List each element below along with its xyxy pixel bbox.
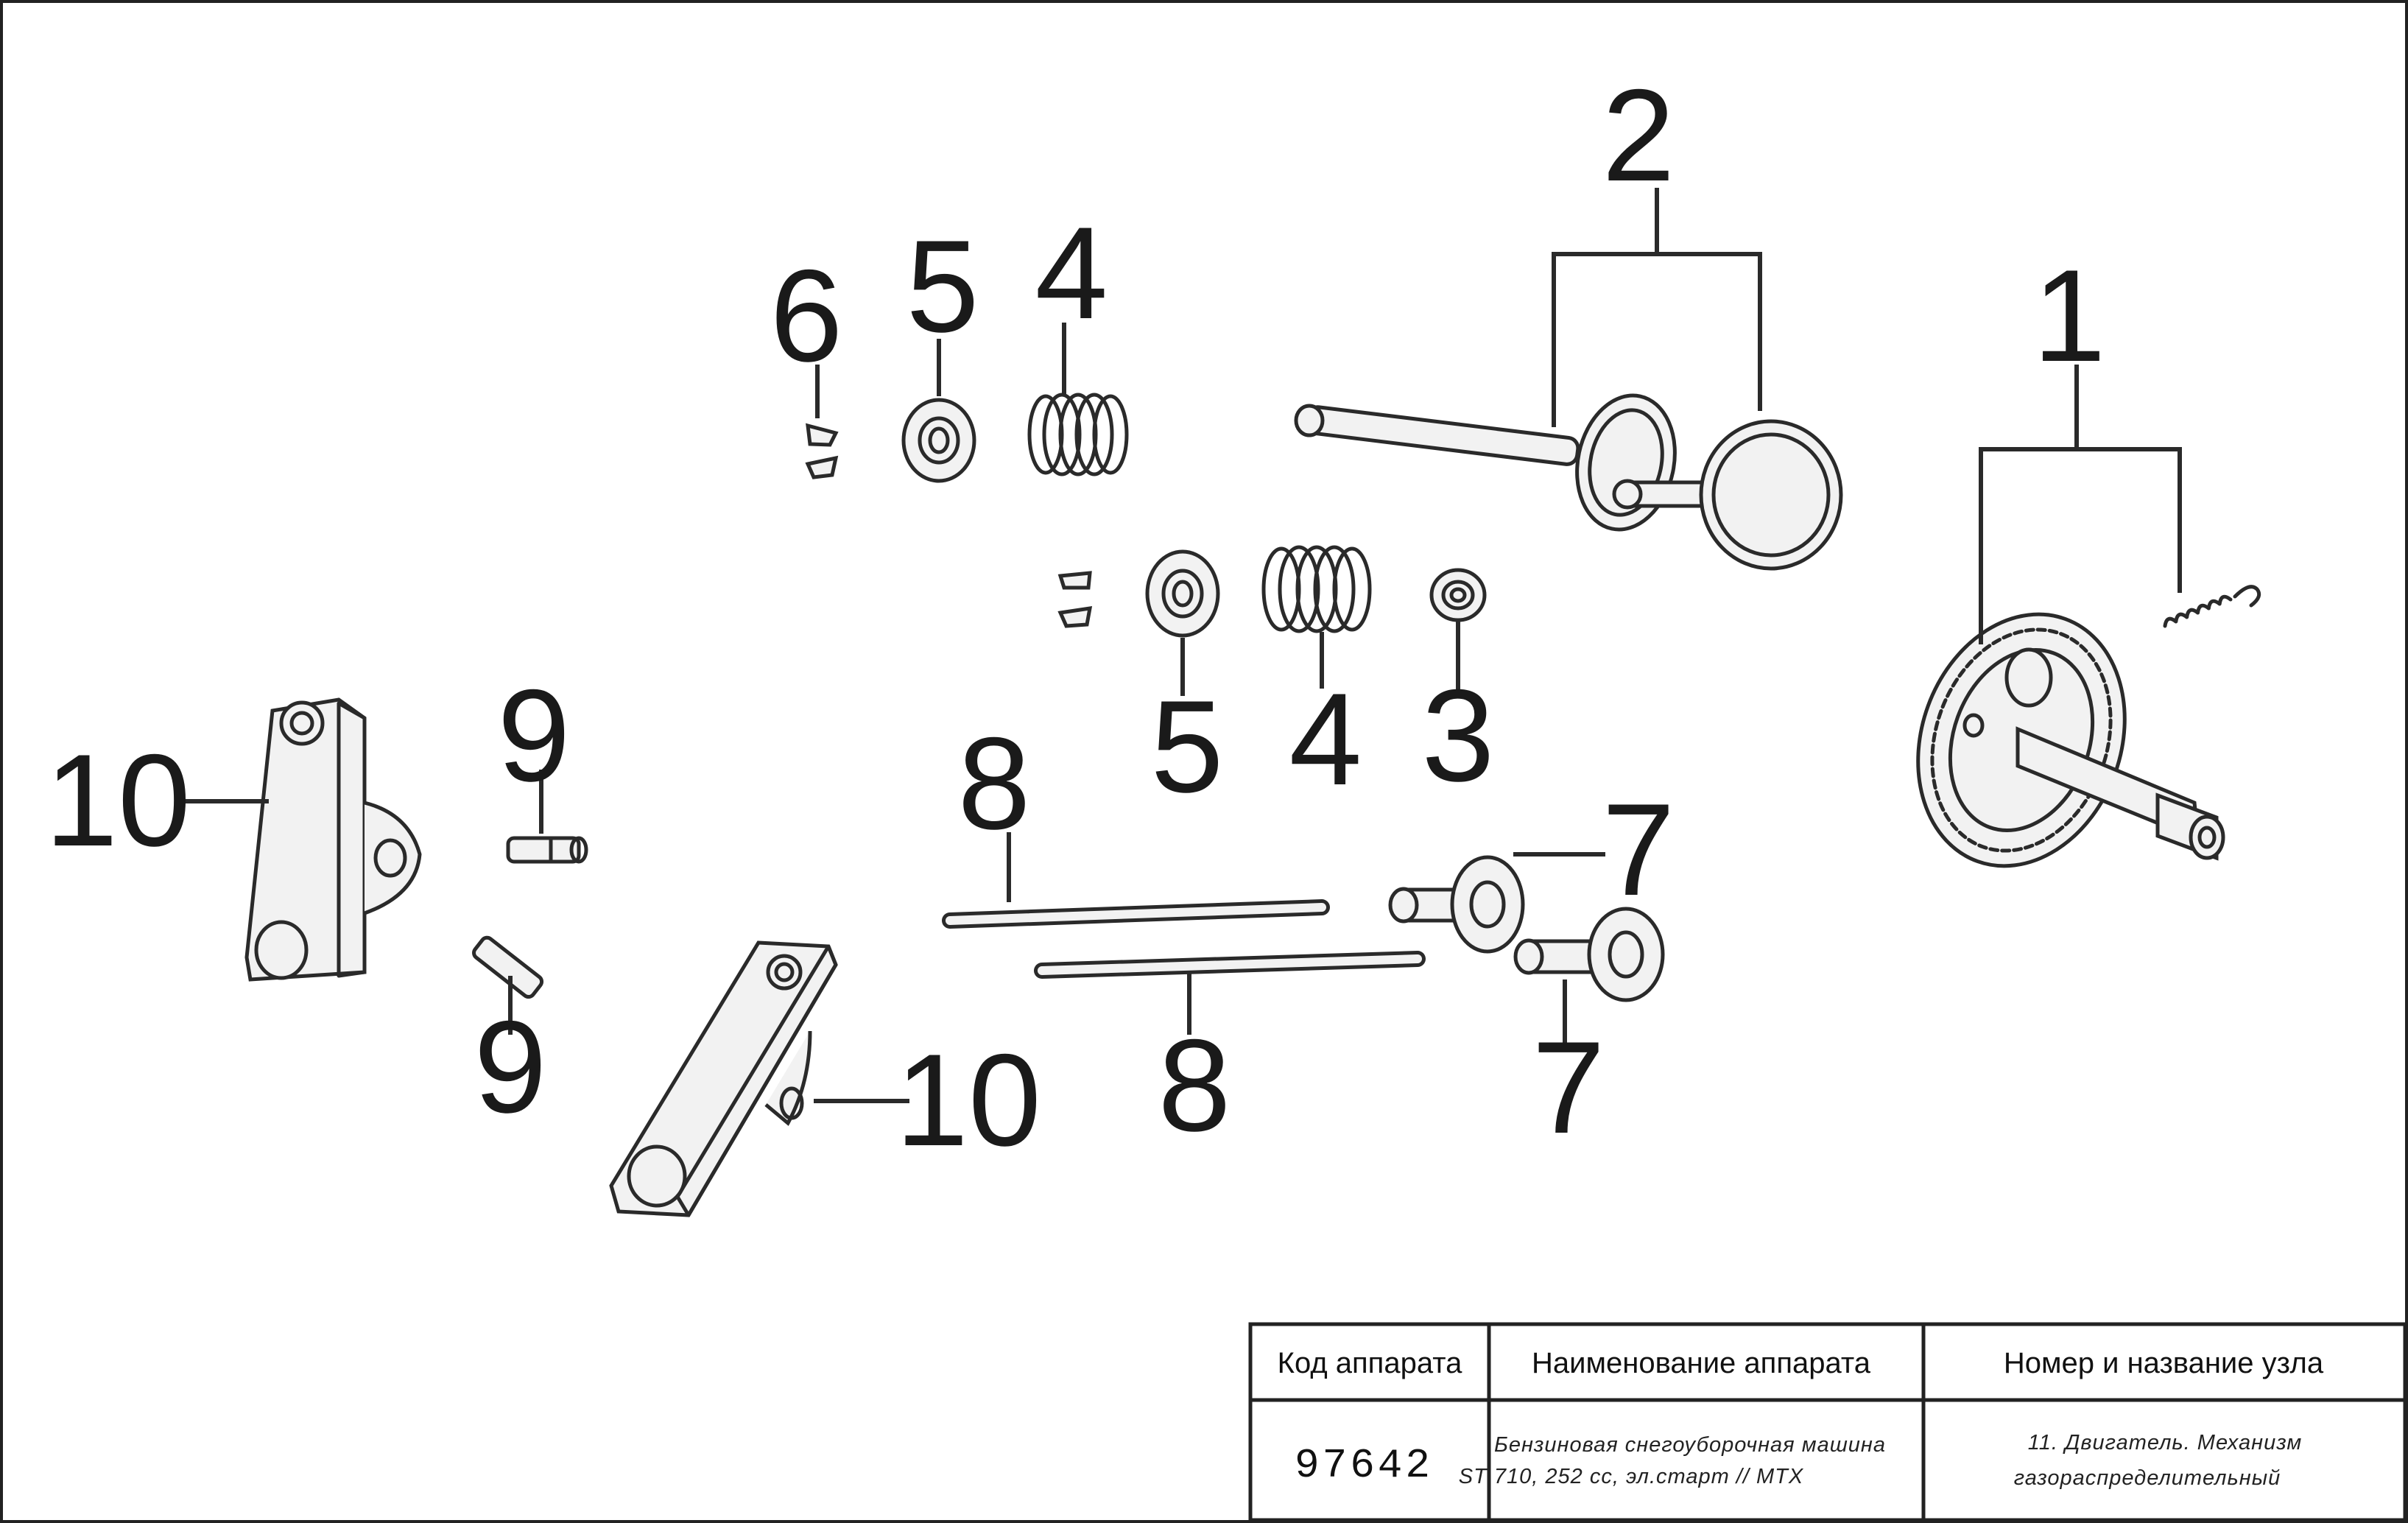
callout-10-right: 10 [895, 1027, 1041, 1173]
callout-1: 1 [2033, 242, 2106, 389]
tappet-lower [1513, 907, 1665, 1002]
exhaust-valve [1294, 393, 1677, 532]
tappet-upper [1388, 855, 1525, 954]
valve-keepers-lower [1057, 571, 1093, 628]
rocker-pin-lower [472, 935, 544, 999]
callout-5-lower: 5 [1151, 673, 1224, 820]
spring-retainer-upper [901, 398, 976, 483]
callout-4-lower: 4 [1289, 666, 1362, 812]
device-name-line-1: Бензиновая снегоуборочная машина [1494, 1433, 1886, 1457]
device-code-value: 97642 [1295, 1442, 1433, 1489]
spring-retainer-lower [1145, 549, 1220, 638]
device-name-line-2: ST 710, 252 cc, эл.старт // MTX [1459, 1465, 1804, 1488]
callout-6: 6 [770, 242, 843, 389]
header-unit: Номер и название узла [2004, 1347, 2324, 1379]
callout-2: 2 [1602, 62, 1675, 208]
rocker-arm-right [609, 940, 838, 1217]
leader-1 [1979, 447, 2182, 644]
push-rod-lower [1034, 951, 1426, 979]
camshaft-part [1916, 612, 2225, 868]
push-rod-upper [942, 899, 1330, 929]
callout-8-lower: 8 [1158, 1012, 1231, 1158]
valve-spring-upper [1027, 393, 1129, 476]
rocker-pin-upper [506, 836, 588, 864]
callout-7-upper: 7 [1602, 776, 1675, 923]
valve-spring-lower [1261, 545, 1372, 633]
leader-2 [1552, 252, 1762, 427]
header-device-name: Наименование аппарата [1532, 1347, 1871, 1379]
callout-8-upper: 8 [958, 710, 1031, 857]
title-block: Код аппарата Наименование аппарата Номер… [1248, 1322, 2407, 1522]
unit-line-1: 11. Двигатель. Механизм [2028, 1431, 2303, 1455]
valve-pair-part [1294, 393, 1843, 571]
callout-5-upper: 5 [906, 213, 979, 359]
callout-10-left: 10 [45, 727, 191, 873]
valve-keepers-upper [805, 423, 839, 479]
callout-9-upper: 9 [498, 662, 571, 809]
unit-line-2: газораспределительный [2014, 1466, 2281, 1490]
intake-valve [1612, 419, 1843, 571]
rocker-arm-left [244, 697, 422, 982]
callout-7-lower: 7 [1532, 1014, 1605, 1161]
header-device-code: Код аппарата [1278, 1347, 1462, 1379]
callout-4-upper: 4 [1035, 200, 1108, 346]
callout-9-lower: 9 [474, 993, 547, 1140]
decompressor-spring [2163, 585, 2261, 628]
callout-3: 3 [1422, 662, 1495, 809]
valve-stem-seal [1429, 568, 1487, 622]
